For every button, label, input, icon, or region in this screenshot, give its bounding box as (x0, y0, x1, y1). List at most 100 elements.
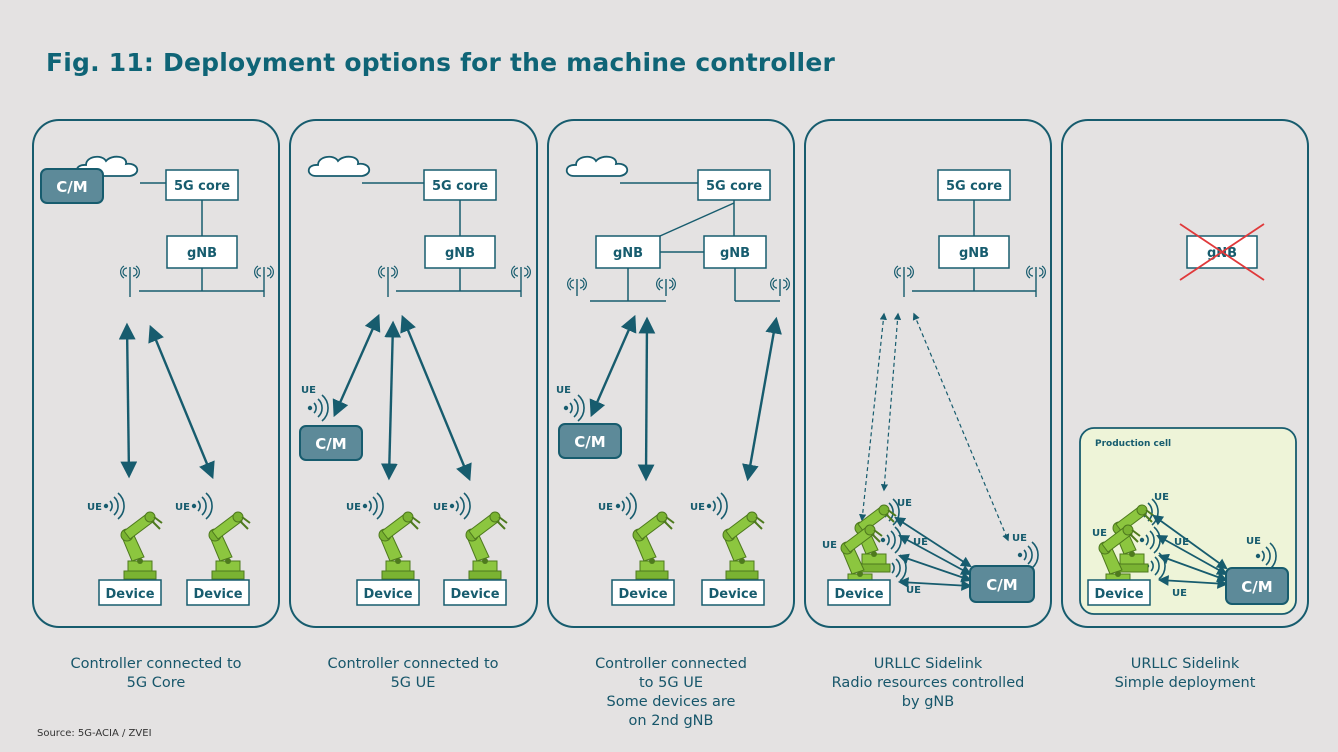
ue-label: UE (1246, 536, 1261, 547)
ue-label: UE (1172, 588, 1187, 599)
panel-frame-2 (289, 119, 538, 628)
wireless-icon (361, 492, 384, 520)
device-box (827, 579, 891, 606)
production-cell-label: Production cell (1095, 439, 1171, 449)
antenna-icon (1025, 265, 1047, 285)
ue-label: UE (556, 385, 571, 396)
caption-line: 5G Core (126, 675, 186, 691)
device-box (186, 579, 250, 606)
ue-label: UE (175, 502, 190, 513)
ue-label: UE (1092, 528, 1107, 539)
antenna-icon (566, 277, 588, 297)
ue-label: UE (1012, 533, 1027, 544)
core-label: 5G core (946, 179, 1002, 194)
wireless-icon (614, 492, 637, 520)
caption-line: to 5G UE (638, 675, 703, 691)
robot-icon (378, 511, 421, 580)
antenna-icon (377, 265, 399, 285)
caption-line: by gNB (901, 694, 955, 710)
caption-panel-5: URLLC Sidelink Simple deployment (1065, 655, 1305, 693)
caption-line: Simple deployment (1114, 675, 1256, 691)
wireless-icon (191, 492, 213, 520)
caption-panel-2: Controller connected to 5G UE (293, 655, 533, 693)
robot-icon (632, 511, 675, 580)
antenna-icon (253, 265, 275, 285)
robot-icon (208, 511, 251, 580)
cm-label: C/M (56, 178, 87, 196)
gnb-label: gNB (613, 246, 643, 261)
panel-frame-5 (1061, 119, 1309, 628)
wireless-icon (562, 394, 585, 422)
source-note: Source: 5G-ACIA / ZVEI (37, 728, 152, 739)
device-label: Device (618, 587, 667, 602)
wireless-icon (705, 492, 728, 520)
caption-line: Radio resources controlled (831, 675, 1025, 691)
gnb-box (595, 235, 661, 269)
gnb-label: gNB (445, 246, 475, 261)
robot-icon (465, 511, 508, 580)
core-box (697, 169, 771, 201)
robot-icon (120, 511, 163, 580)
ue-label: UE (87, 502, 102, 513)
cm-label: C/M (574, 433, 605, 451)
cm-label: C/M (315, 435, 346, 453)
caption-line: URLLC Sidelink (1130, 656, 1240, 672)
device-box (611, 579, 675, 606)
device-box (1087, 579, 1151, 606)
wireless-icon (103, 492, 125, 520)
device-label: Device (193, 587, 242, 602)
caption-line: URLLC Sidelink (873, 656, 983, 672)
cm-box (40, 168, 104, 204)
core-label: 5G core (432, 179, 488, 194)
gnb-label: gNB (720, 246, 750, 261)
antenna-icon (119, 265, 141, 285)
caption-line: Controller connected to (327, 656, 499, 672)
wireless-icon (879, 526, 902, 554)
cm-box (1225, 567, 1289, 605)
core-box (423, 169, 497, 201)
device-box (356, 579, 420, 606)
device-label: Device (1094, 587, 1143, 602)
cm-box (299, 425, 363, 461)
device-label: Device (450, 587, 499, 602)
ue-label: UE (690, 502, 705, 513)
caption-panel-4: URLLC Sidelink Radio resources controlle… (808, 655, 1048, 712)
ue-label: UE (598, 502, 613, 513)
device-box (443, 579, 507, 606)
cm-label: C/M (986, 576, 1017, 594)
device-box (701, 579, 765, 606)
antenna-icon (655, 277, 677, 297)
antenna-icon (893, 265, 915, 285)
device-box (98, 579, 162, 606)
device-label: Device (708, 587, 757, 602)
figure-title: Fig. 11: Deployment options for the mach… (46, 48, 836, 77)
caption-line: on 2nd gNB (628, 713, 714, 729)
caption-line: Controller connected to (70, 656, 242, 672)
ue-label: UE (822, 540, 837, 551)
device-label: Device (105, 587, 154, 602)
cm-box (969, 565, 1035, 603)
gnb-box (703, 235, 767, 269)
caption-line: 5G UE (390, 675, 436, 691)
ue-label: UE (897, 498, 912, 509)
panel-frame-4 (804, 119, 1052, 628)
wireless-icon (1016, 541, 1039, 569)
caption-line: Controller connected (595, 656, 747, 672)
panel-frame-3 (547, 119, 795, 628)
wireless-icon (306, 394, 329, 422)
core-label: 5G core (706, 179, 762, 194)
antenna-icon (510, 265, 532, 285)
panel-frame-1 (32, 119, 280, 628)
device-label: Device (363, 587, 412, 602)
caption-panel-3: Controller connected to 5G UE Some devic… (551, 655, 791, 731)
gnb-label: gNB (959, 246, 989, 261)
cm-box (558, 423, 622, 459)
ue-label: UE (433, 502, 448, 513)
caption-line: Some devices are (606, 694, 736, 710)
cloud-icon (307, 155, 371, 177)
ue-label: UE (346, 502, 361, 513)
ue-label: UE (301, 385, 316, 396)
wireless-icon (448, 492, 471, 520)
ue-label: UE (906, 585, 921, 596)
